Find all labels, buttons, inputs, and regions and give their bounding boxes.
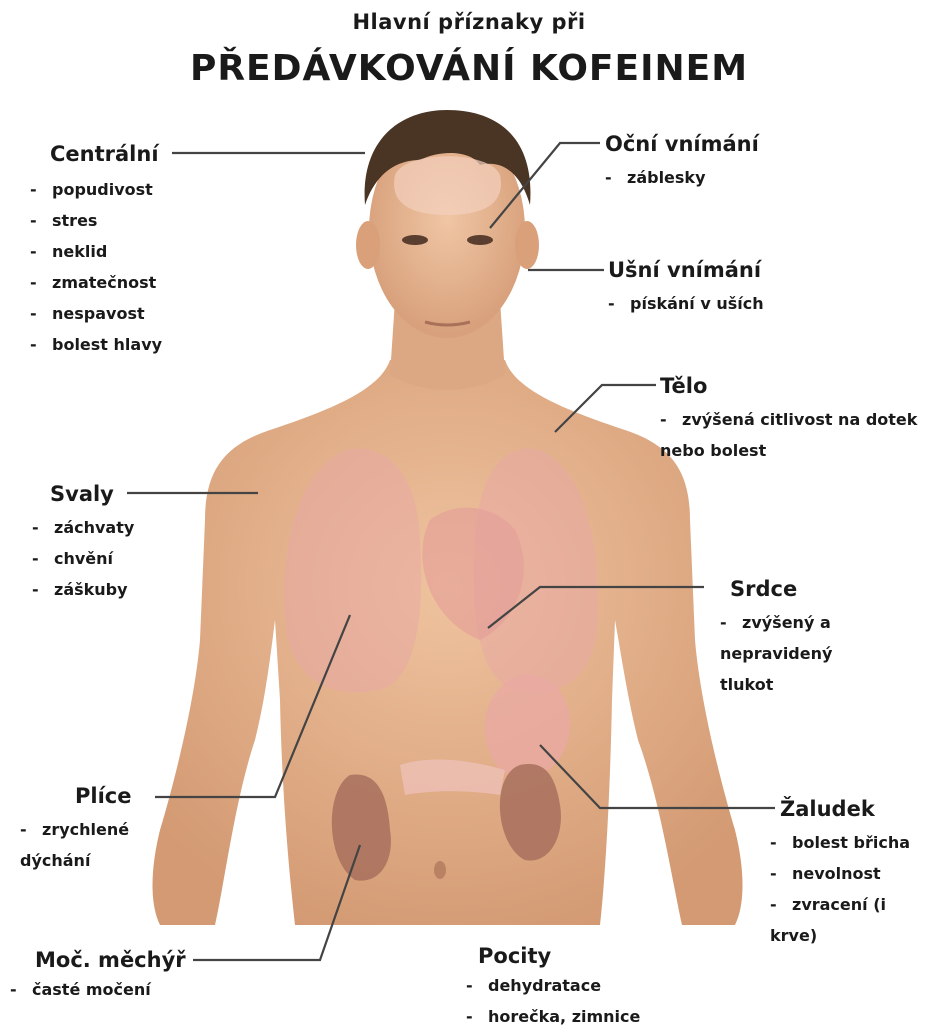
leader-telo (555, 385, 656, 432)
group-title: Svaly (50, 480, 134, 508)
symptom-item: -pískání v uších (608, 288, 764, 319)
symptom-item: -horečka, zimnice (466, 1001, 640, 1032)
group-title: Pocity (478, 942, 640, 970)
symptom-item: -neklid (30, 236, 162, 267)
group-title: Moč. měchýř (35, 946, 186, 974)
group-telo: Tělo -zvýšená citlivost na dotek nebo bo… (660, 372, 920, 466)
group-pocity: Pocity -dehydratace -horečka, zimnice (478, 942, 640, 1032)
symptom-item: -zmatečnost (30, 267, 162, 298)
leader-plice (155, 615, 350, 797)
symptom-item: -nespavost (30, 298, 162, 329)
group-title: Ušní vnímání (608, 256, 764, 284)
page-title: PŘEDÁVKOVÁNÍ KOFEINEM (0, 48, 938, 89)
group-svaly: Svaly -záchvaty -chvění -záškuby (50, 480, 134, 605)
group-ocni: Oční vnímání -záblesky (605, 130, 759, 193)
symptom-item: -bolest břicha (770, 827, 935, 858)
symptom-item: -bolest hlavy (30, 329, 162, 360)
group-zaludek: Žaludek -bolest břicha -nevolnost -zvrac… (780, 795, 935, 951)
symptom-item: -záškuby (32, 574, 134, 605)
symptom-item: -chvění (32, 543, 134, 574)
group-title: Tělo (660, 372, 920, 400)
symptom-item: -zvýšený a nepravidený tlukot (720, 607, 870, 700)
symptom-item: -zvýšená citlivost na dotek nebo bolest (660, 404, 920, 466)
group-centralni: Centrální -popudivost -stres -neklid -zm… (50, 140, 162, 360)
subtitle: Hlavní příznaky při (0, 10, 938, 34)
group-mechyr: Moč. měchýř -časté močení (35, 946, 186, 1005)
leader-zaludek (540, 745, 775, 808)
symptom-item: -stres (30, 205, 162, 236)
symptom-item: -dehydratace (466, 970, 640, 1001)
symptom-item: -časté močení (10, 974, 186, 1005)
group-title: Žaludek (780, 795, 935, 823)
symptom-item: -zrychlené dýchání (20, 814, 205, 876)
group-title: Oční vnímání (605, 130, 759, 158)
group-srdce: Srdce -zvýšený a nepravidený tlukot (730, 575, 870, 700)
symptom-item: -zvracení (i krve) (770, 889, 935, 951)
symptom-item: -nevolnost (770, 858, 935, 889)
symptom-item: -záchvaty (32, 512, 134, 543)
group-plice: Plíce -zrychlené dýchání (75, 782, 205, 876)
group-title: Srdce (730, 575, 870, 603)
leader-ocni (490, 143, 600, 228)
symptom-item: -záblesky (605, 162, 759, 193)
group-title: Plíce (75, 782, 205, 810)
group-title: Centrální (50, 140, 162, 168)
leader-srdce (488, 587, 704, 628)
group-usni: Ušní vnímání -pískání v uších (608, 256, 764, 319)
symptom-item: -popudivost (30, 174, 162, 205)
leader-mechyr (193, 845, 360, 960)
